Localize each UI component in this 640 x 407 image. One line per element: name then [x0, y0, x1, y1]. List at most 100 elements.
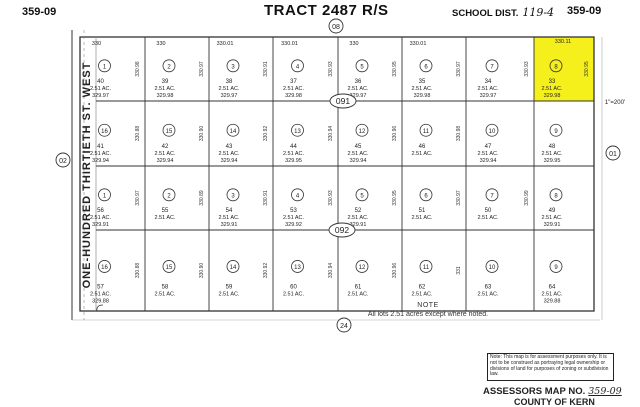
lot-dimension: 329.94 [221, 158, 238, 164]
lot-area: 2.51 AC. [541, 291, 563, 297]
ref-circle-south [336, 317, 352, 333]
side-dimension: 330.92 [263, 263, 269, 279]
lot-area: 2.51 AC. [347, 215, 369, 221]
parcel-number-circle [226, 123, 240, 137]
parcel-number-circle [98, 260, 111, 273]
parcel-number-circle [291, 260, 304, 273]
parcel-number: 12 [359, 129, 366, 135]
side-dimension: 330.95 [392, 61, 398, 77]
side-dimension: 330.94 [328, 126, 334, 142]
parcel-number: 14 [230, 129, 237, 135]
map-code-left: 359-09 [22, 6, 57, 18]
parcel-number-circle [355, 123, 369, 137]
county-name: COUNTY OF KERN [514, 397, 595, 407]
assessors-map-value: 359-09 [588, 386, 622, 397]
ref-circle-west [55, 152, 71, 168]
parcel-number-circle [226, 59, 240, 73]
side-dimension: 330.88 [135, 263, 141, 279]
lot-frontage: 330.01 [281, 41, 298, 47]
map-code-right: 359-09 [567, 5, 602, 17]
side-dimension: 330.94 [328, 263, 334, 279]
lot-dimension: 329.94 [350, 158, 367, 164]
lot-area: 2.51 AC. [541, 86, 563, 92]
parcel-number-circle [419, 188, 433, 202]
parcel-number-circle [291, 59, 304, 73]
parcel-number: 9 [554, 129, 558, 135]
lot-dimension: 329.97 [480, 93, 497, 99]
lot-area: 2.51 AC. [477, 291, 499, 297]
disclaimer-box: Note: This map is for assessment purpose… [487, 353, 614, 381]
lot-area: 2.51 AC. [411, 86, 433, 92]
side-dimension: 330.90 [199, 263, 205, 279]
lot-area: 2.51 AC. [154, 291, 176, 297]
parcel-number-circle [355, 188, 369, 202]
lot-area: 2.51 AC. [283, 86, 305, 92]
side-dimension: 330.91 [263, 190, 269, 206]
parcel-number: 9 [554, 265, 558, 271]
street-name: ONE-HUNDRED THIRTIETH ST. WEST [81, 62, 93, 289]
ref-label-east: 01 [609, 151, 617, 158]
lot-dimension: 329.97 [350, 93, 367, 99]
parcel-number-circle [485, 188, 499, 202]
lot-number: 53 [290, 208, 297, 214]
lot-frontage: 330 [156, 41, 165, 47]
lot-number: 61 [355, 284, 362, 290]
lot-dimension: 329.94 [480, 158, 497, 164]
parcel-number: 1 [103, 64, 107, 70]
parcel-number-circle [355, 59, 369, 73]
lot-dimension: 329.91 [350, 222, 367, 228]
side-dimension: 330.98 [135, 61, 141, 77]
lot-area: 2.51 AC. [541, 215, 563, 221]
lot-frontage: 330.01 [410, 41, 427, 47]
parcel-number: 4 [296, 64, 300, 70]
lot-area: 2.51 AC. [154, 151, 176, 157]
lot-number: 38 [226, 79, 233, 85]
lot-number: 44 [290, 144, 297, 150]
parcel-number: 15 [166, 129, 173, 135]
lot-area: 2.51 AC. [90, 291, 112, 297]
lot-dimension: 329.98 [544, 93, 561, 99]
parcel-number: 14 [230, 265, 237, 271]
lot-dimension: 329.98 [414, 93, 431, 99]
side-dimension: 330.88 [135, 126, 141, 142]
parcel-number: 16 [101, 129, 108, 135]
ref-label-south: 24 [340, 323, 348, 330]
side-dimension: 330.93 [328, 190, 334, 206]
lot-frontage: 330 [92, 41, 101, 47]
parcel-number: 11 [423, 265, 430, 271]
lot-number: 50 [485, 208, 492, 214]
parcel-number-circle [98, 188, 111, 202]
lot-area: 2.51 AC. [90, 151, 112, 157]
lot-area: 2.51 AC. [283, 291, 305, 297]
lot-number: 59 [226, 284, 233, 290]
lot-dimension: 329.94 [157, 158, 174, 164]
parcel-number-circle [162, 123, 176, 137]
parcel-number: 11 [423, 129, 430, 135]
lot-number: 60 [290, 284, 297, 290]
parcel-number-circle [419, 260, 433, 273]
lot-dimension: 329.94 [92, 158, 109, 164]
side-dimension: 330.95 [392, 190, 398, 206]
note-title: NOTE [417, 302, 439, 309]
parcel-number-circle [485, 59, 499, 73]
parcel-number: 7 [490, 64, 494, 70]
parcel-number-circle [226, 188, 240, 202]
parcel-number-circle [355, 260, 369, 273]
lot-area: 2.51 AC. [154, 215, 176, 221]
lot-number: 51 [419, 208, 426, 214]
lot-number: 52 [355, 208, 362, 214]
lot-area: 2.51 AC. [90, 215, 112, 221]
lot-area: 2.51 AC. [347, 151, 369, 157]
side-dimension: 330.97 [456, 190, 462, 206]
